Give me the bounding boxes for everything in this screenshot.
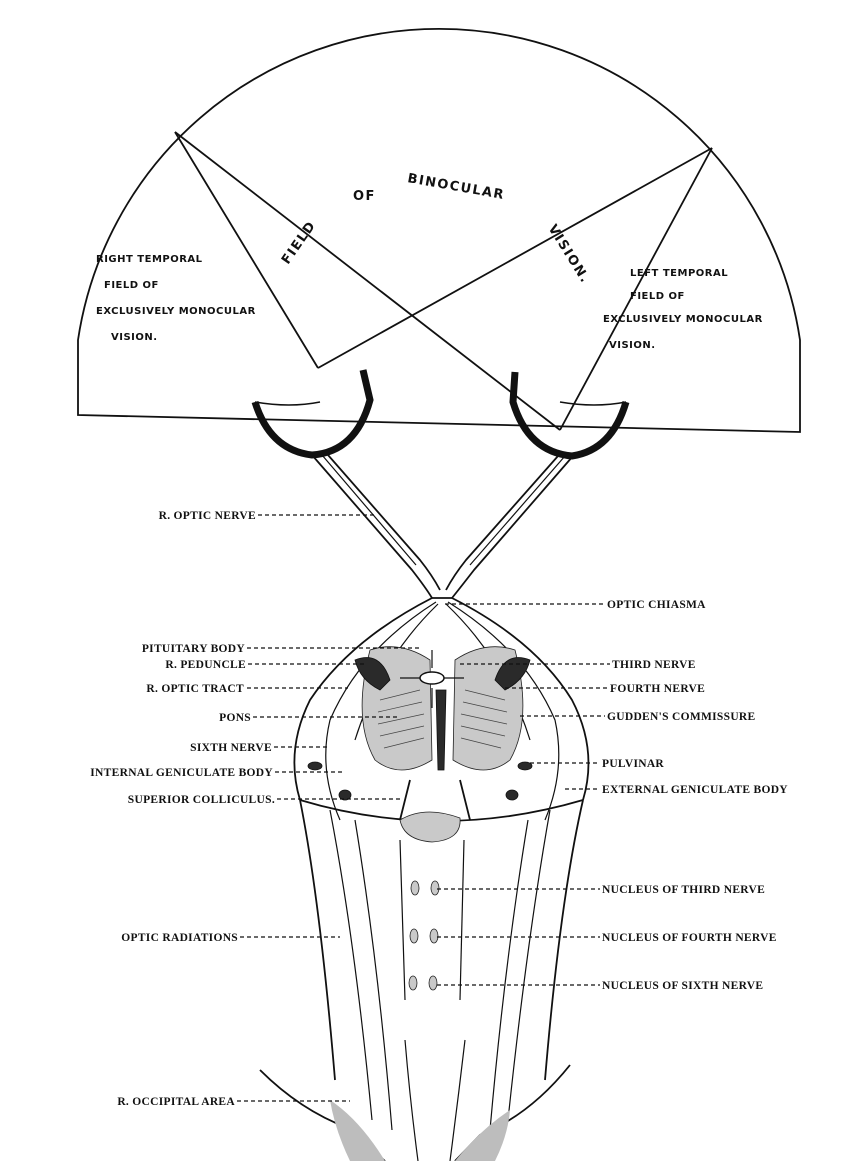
visual-field: FIELD OF BINOCULAR VISION. RIGHT TEMPORA… [78,29,800,432]
occipital-area [260,1040,570,1161]
optic-radiations-lines [300,800,583,1130]
left-temporal-field: LEFT TEMPORAL FIELD OF EXCLUSIVELY MONOC… [603,268,763,351]
label-guddens-commissure: GUDDEN'S COMMISSURE [607,711,756,723]
left-temporal-line-2: FIELD OF [630,291,685,302]
nucleus-third-r [431,881,439,895]
pituitary-shape [420,672,444,684]
label-fourth-nerve: FOURTH NERVE [610,683,705,695]
nucleus-sixth-r [429,976,437,990]
label-pituitary-body: PITUITARY BODY [142,643,246,655]
right-temporal-line-2: FIELD OF [104,280,159,291]
nuclei [409,881,439,990]
label-r-occipital-area: R. OCCIPITAL AREA [117,1096,235,1108]
right-temporal-line-1: RIGHT TEMPORAL [96,254,203,265]
right-temporal-line-4: VISION. [111,332,158,343]
right-temporal-line-3: EXCLUSIVELY MONOCULAR [96,306,256,317]
midbrain [308,647,532,842]
nucleus-fourth-l [410,929,418,943]
right-eye [255,370,370,455]
left-temporal-line-4: VISION. [609,340,656,351]
binocular-word-binocular: BINOCULAR [406,171,506,203]
label-nucleus-third-nerve: NUCLEUS OF THIRD NERVE [602,884,765,896]
nucleus-third-l [411,881,419,895]
binocular-word-field: FIELD [279,218,320,267]
label-nucleus-fourth-nerve: NUCLEUS OF FOURTH NERVE [602,932,777,944]
binocular-word-of: OF [353,189,376,204]
visual-field-outline [78,29,800,432]
label-r-peduncle: R. PEDUNCLE [165,659,246,671]
label-pons: PONS [219,712,251,724]
label-pulvinar: PULVINAR [602,758,664,770]
label-external-geniculate-body: EXTERNAL GENICULATE BODY [602,784,788,796]
nucleus-fourth-r [430,929,438,943]
label-internal-geniculate-body: INTERNAL GENICULATE BODY [90,767,273,779]
left-temporal-line-3: EXCLUSIVELY MONOCULAR [603,314,763,325]
labels-right: OPTIC CHIASMA THIRD NERVE FOURTH NERVE G… [602,599,788,992]
label-r-optic-tract: R. OPTIC TRACT [146,683,244,695]
labels-left: R. OPTIC NERVE PITUITARY BODY R. PEDUNCL… [90,510,275,1108]
optic-nerves [312,455,573,598]
right-temporal-field: RIGHT TEMPORAL FIELD OF EXCLUSIVELY MONO… [96,254,256,343]
label-third-nerve: THIRD NERVE [612,659,696,671]
label-sixth-nerve: SIXTH NERVE [190,742,272,754]
left-temporal-line-1: LEFT TEMPORAL [630,268,728,279]
label-optic-chiasma: OPTIC CHIASMA [607,599,706,611]
binocular-word-vision: VISION. [545,222,593,286]
label-superior-colliculus: SUPERIOR COLLICULUS. [128,794,275,806]
label-r-optic-nerve: R. OPTIC NERVE [159,510,256,522]
nucleus-sixth-l [409,976,417,990]
label-nucleus-sixth-nerve: NUCLEUS OF SIXTH NERVE [602,980,763,992]
label-optic-radiations: OPTIC RADIATIONS [121,932,238,944]
